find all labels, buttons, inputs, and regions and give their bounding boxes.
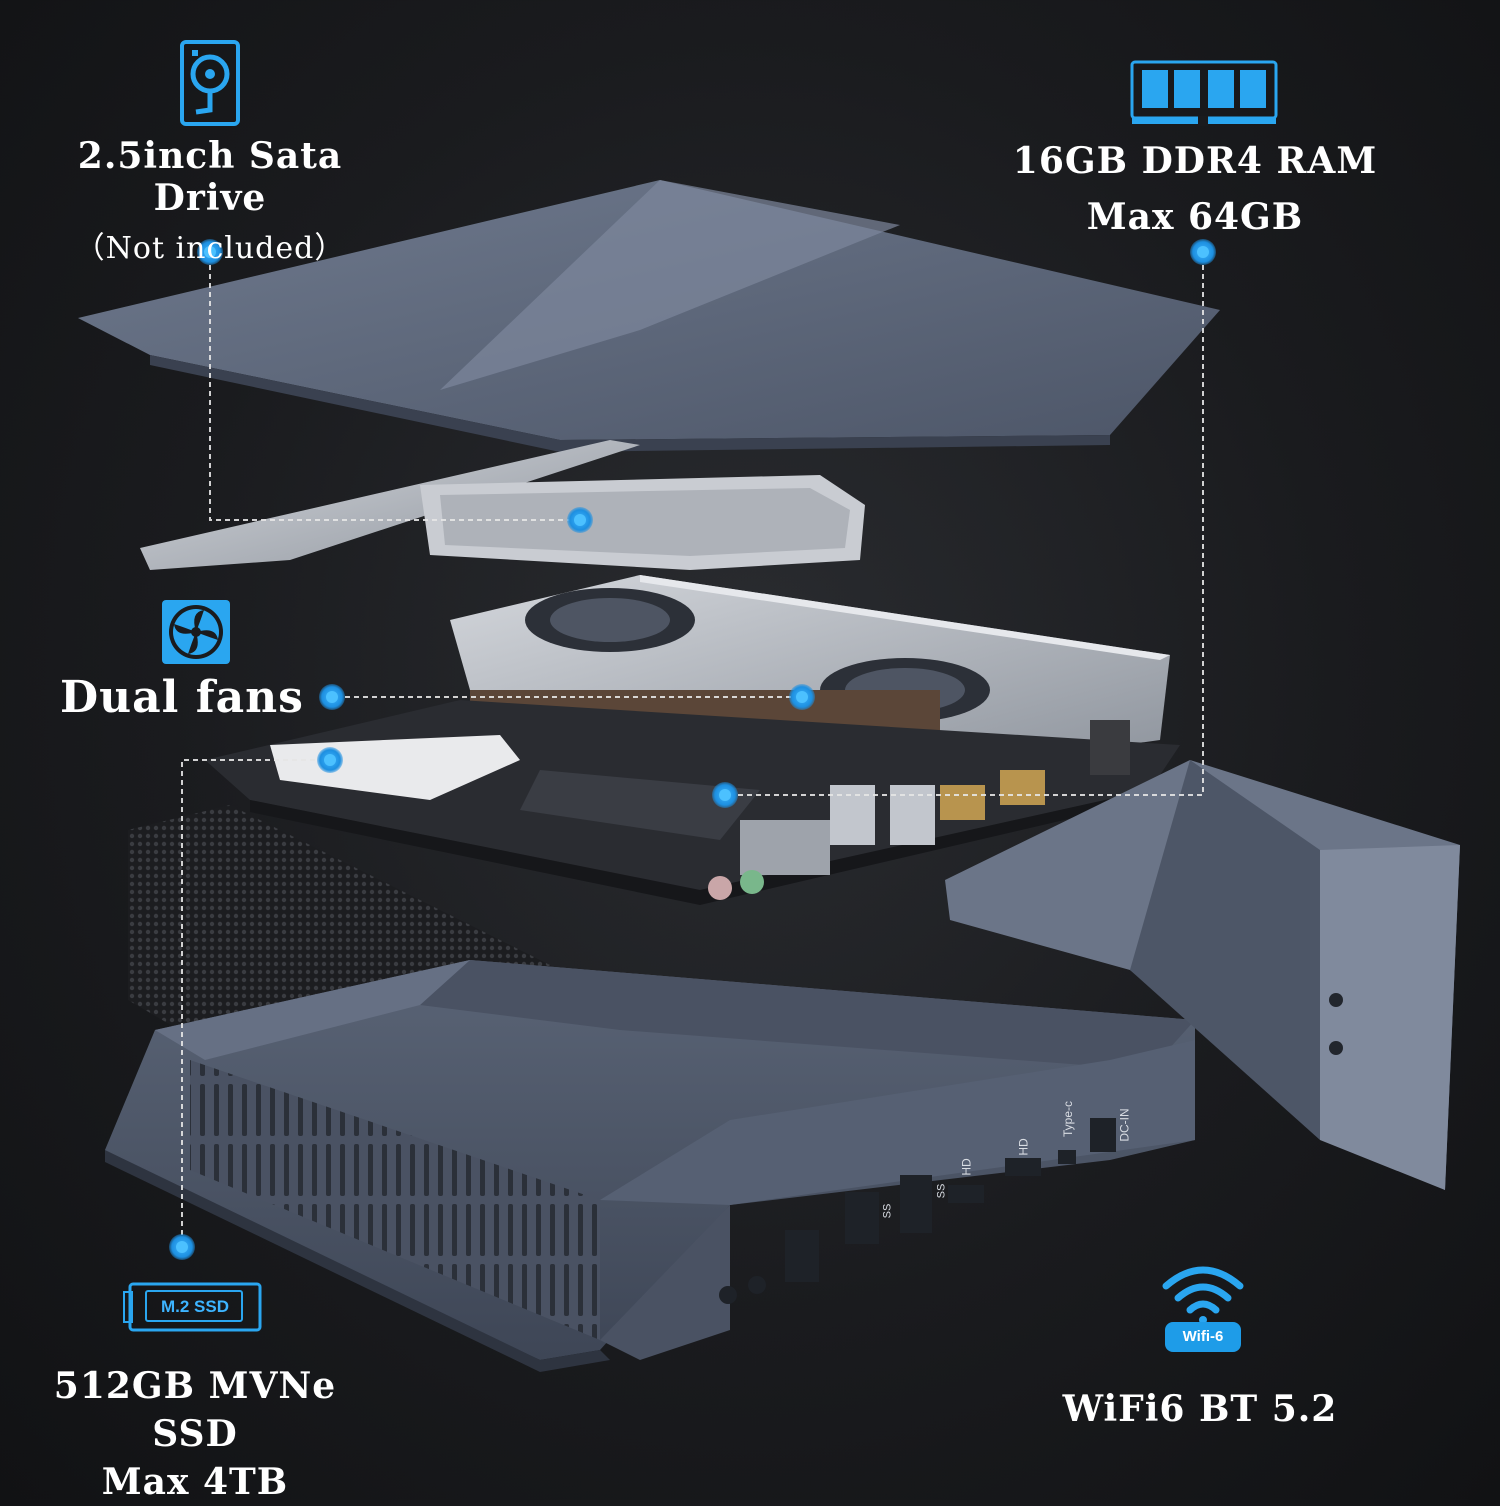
- port-label-hd1: HD: [959, 1158, 974, 1176]
- wifi-title: WiFi6 BT 5.2: [1062, 1388, 1338, 1430]
- sata-label: 2.5inch Sata Drive （Not included）: [20, 135, 400, 267]
- fan-icon: [162, 600, 230, 664]
- port-label-hd2: HD: [1016, 1138, 1031, 1156]
- ram-title: 16GB DDR4 RAM: [1012, 140, 1378, 182]
- leader-lines: [181, 265, 1204, 1235]
- ssd-label: 512GB MVNe SSD Max 4TB: [10, 1362, 380, 1506]
- ssd-target-dot: [317, 747, 343, 773]
- sata-target-dot: [567, 507, 593, 533]
- fans-connector-dot: [319, 684, 345, 710]
- ssd-connector-dot: [169, 1234, 195, 1260]
- ram-label: 16GB DDR4 RAM Max 64GB: [1010, 133, 1380, 245]
- fans-target-dot: [789, 684, 815, 710]
- sata-note: （Not included）: [74, 231, 346, 266]
- port-label-dcin: DC-IN: [1117, 1108, 1132, 1142]
- side-panel: [945, 760, 1460, 1190]
- wifi-icon: [1162, 1266, 1244, 1324]
- motherboard: [205, 700, 1180, 905]
- ram-connector-dot: [1190, 239, 1216, 265]
- ssd-max: Max 4TB: [101, 1461, 289, 1503]
- bottom-case: [105, 960, 1195, 1372]
- port-label-ss2: SS: [881, 1203, 894, 1219]
- ssd-title: 512GB MVNe SSD: [53, 1365, 337, 1455]
- top-lid: [78, 180, 1220, 452]
- sata-bracket: [140, 440, 865, 570]
- port-label-ss1: SS: [935, 1183, 948, 1199]
- hard-drive-icon: [180, 40, 240, 126]
- wifi6-badge: Wifi-6: [1165, 1322, 1241, 1352]
- ram-max: Max 64GB: [1086, 196, 1304, 238]
- fans-title: Dual fans: [60, 672, 304, 723]
- ram-target-dot: [712, 782, 738, 808]
- m2-ssd-icon: [123, 1282, 262, 1332]
- ram-module-icon: [1130, 60, 1278, 126]
- sata-connector-dot: [197, 239, 223, 265]
- port-label-typec: Type-c: [1061, 1100, 1076, 1138]
- fans-label: Dual fans: [60, 672, 320, 723]
- sata-title: 2.5inch Sata Drive: [77, 135, 343, 219]
- m2-ssd-badge: M.2 SSD: [160, 1297, 230, 1316]
- wifi-label: WiFi6 BT 5.2: [1050, 1388, 1350, 1430]
